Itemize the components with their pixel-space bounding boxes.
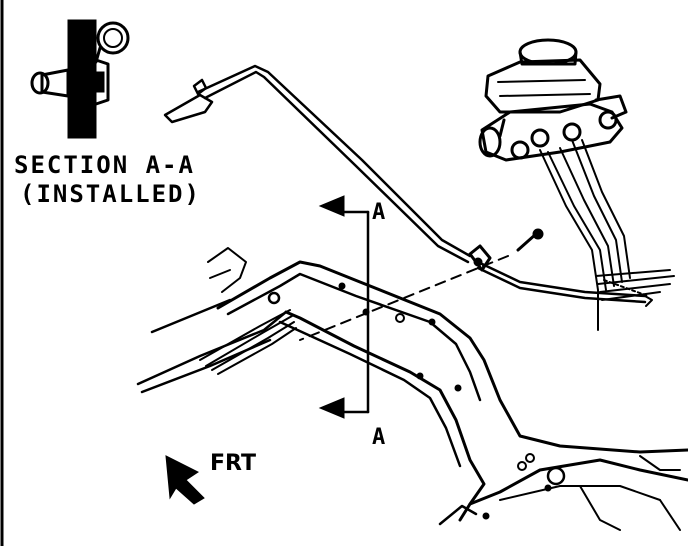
section-arrow-bottom	[318, 397, 345, 419]
cut-marker-top: A	[372, 200, 385, 225]
line-clip	[468, 244, 492, 272]
brake-line-bundle	[539, 139, 675, 331]
frame-rail	[136, 247, 688, 531]
section-arrow-top	[318, 195, 345, 217]
section-detail-clip	[30, 19, 130, 139]
cut-marker-bottom: A	[372, 425, 385, 450]
section-title-line1: SECTION A-A	[14, 151, 195, 179]
clip-bolt	[516, 228, 544, 252]
front-indicator-label: FRT	[210, 451, 256, 476]
brake-line-upper	[163, 64, 653, 307]
front-arrow-icon	[165, 455, 205, 505]
section-title-line2: (INSTALLED)	[20, 180, 201, 208]
master-cylinder	[478, 38, 628, 162]
